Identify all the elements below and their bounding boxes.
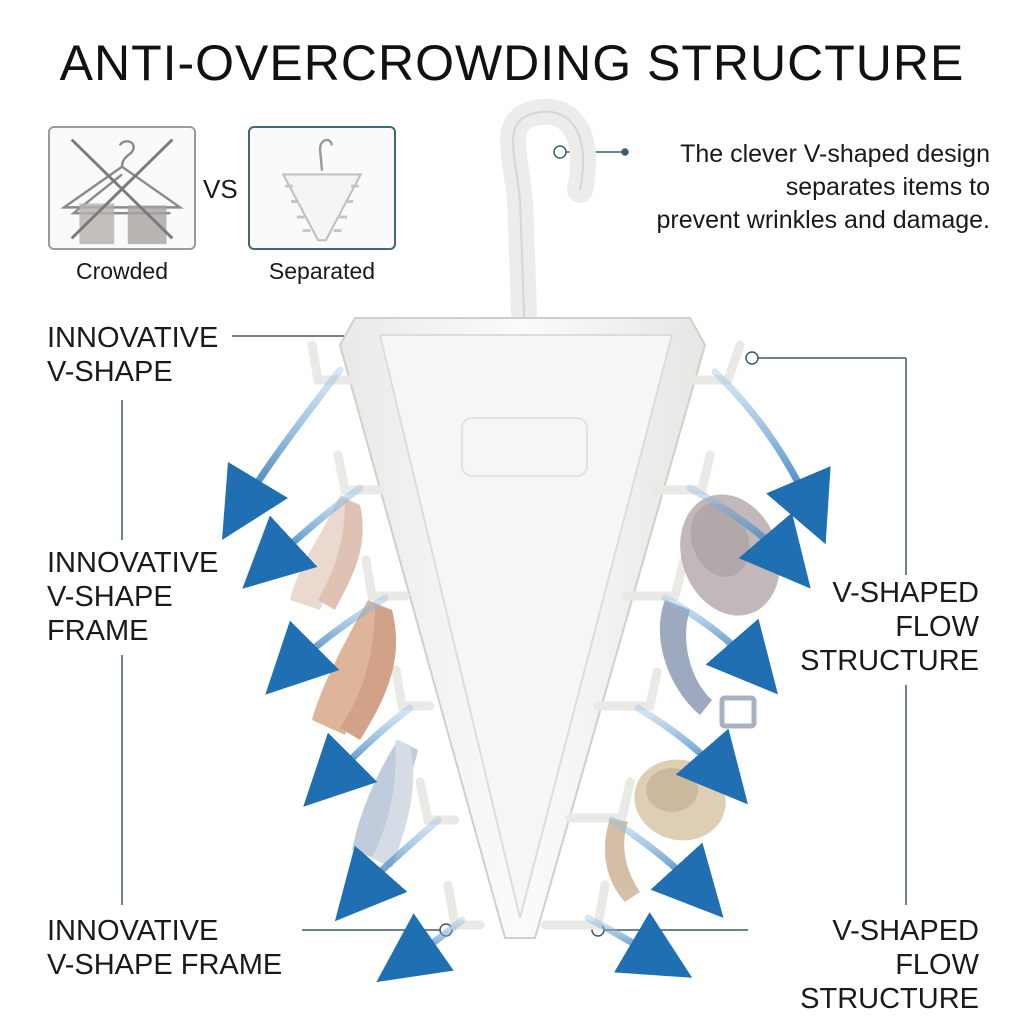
flow-arrow-icon (711, 368, 831, 545)
left-hooks (307, 340, 485, 930)
separated-v-shape (281, 173, 363, 242)
label-v-shaped-flow-structure-bottom: V-SHAPED FLOW STRUCTURE (800, 915, 979, 1015)
separated-hooks (285, 184, 359, 233)
flow-arrow-icon (634, 704, 748, 805)
flow-arrow-icon (608, 816, 724, 918)
flow-arrows-left (221, 366, 466, 983)
label-innovative-v-shape-frame: INNOVATIVE V-SHAPE FRAME (47, 547, 219, 647)
separated-label: Separated (268, 258, 376, 284)
crowded-thumbnail (48, 126, 196, 250)
flow-arrow-icon (242, 484, 364, 589)
label-v-shaped-flow-structure: V-SHAPED FLOW STRUCTURE (800, 577, 979, 677)
flow-arrow-icon (303, 704, 414, 807)
separated-thumbnail (248, 126, 396, 250)
crowded-label: Crowded (75, 258, 169, 284)
label-innovative-v-shape-frame-bottom: INNOVATIVE V-SHAPE FRAME (47, 915, 283, 981)
flow-arrows-right (584, 368, 831, 978)
flow-arrow-icon (686, 484, 811, 589)
design-callout: The clever V-shaped design separates ite… (656, 140, 990, 234)
flow-arrow-icon (221, 366, 344, 541)
flow-arrow-icon (376, 913, 466, 983)
label-innovative-v-shape: INNOVATIVE V-SHAPE (47, 322, 219, 388)
crowded-clothing (127, 205, 167, 245)
flow-arrow-icon (265, 594, 389, 695)
hanger-v-body (338, 317, 707, 939)
flow-arrow-icon (334, 816, 442, 922)
hanger-icon (318, 138, 333, 171)
flow-arrow-icon (584, 912, 693, 978)
cross-out-icon (70, 138, 174, 240)
flow-arrow-icon (661, 594, 778, 695)
vs-label: VS (203, 174, 238, 204)
page-title: ANTI-OVERCROWDING STRUCTURE (59, 35, 965, 91)
hanger-icon (60, 140, 184, 215)
